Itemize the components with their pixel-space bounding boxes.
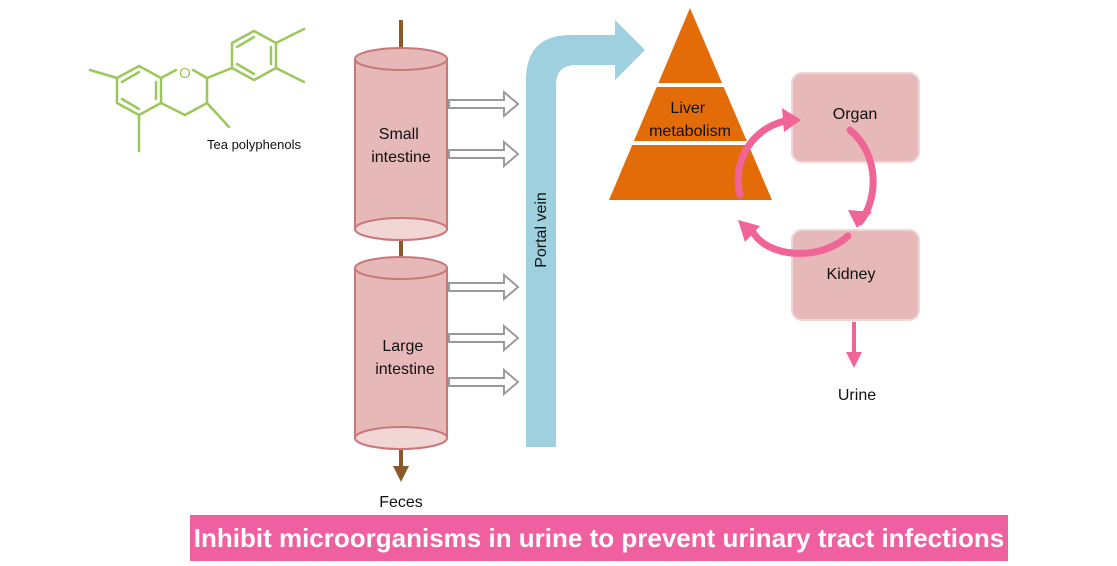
liver-label: Liver metabolism [649, 100, 731, 140]
small-intestine-label: Small intestine [371, 126, 431, 166]
compound-label: Tea polyphenols [207, 137, 301, 152]
ring-oxygen-label: O [179, 65, 191, 82]
large-intestine-label-line1: Large [382, 338, 423, 355]
liver-label-line2: metabolism [649, 123, 731, 140]
absorption-arrow [448, 323, 520, 353]
feces-label: Feces [379, 494, 423, 511]
absorption-arrow [448, 139, 520, 169]
small-intestine-cylinder [354, 47, 448, 241]
urine-label: Urine [838, 387, 876, 404]
kidney-label: Kidney [827, 266, 876, 283]
small-intestine-label-line1: Small [379, 126, 419, 143]
conclusion-banner: Inhibit microorganisms in urine to preve… [190, 515, 1008, 561]
cycle-arrowhead [738, 220, 760, 242]
liver-pyramid [609, 8, 772, 200]
liver-label-line1: Liver [670, 100, 705, 117]
absorption-arrow [448, 89, 520, 119]
portal-vein-arrow [526, 20, 645, 447]
large-intestine-label: Large intestine [375, 338, 435, 378]
large-intestine-cylinder [354, 256, 448, 450]
cycle-arrowhead [782, 108, 801, 132]
cycle-arrowhead [848, 210, 872, 228]
large-intestine-label-line2: intestine [375, 361, 435, 378]
small-intestine-label-line2: intestine [371, 149, 431, 166]
absorption-arrow [448, 367, 520, 397]
portal-vein-label: Portal vein [533, 192, 550, 268]
organ-label: Organ [833, 106, 877, 123]
cycle-arrow-to-liver [748, 226, 852, 257]
tea-polyphenol-molecule-icon [88, 27, 306, 153]
absorption-arrow [448, 272, 520, 302]
